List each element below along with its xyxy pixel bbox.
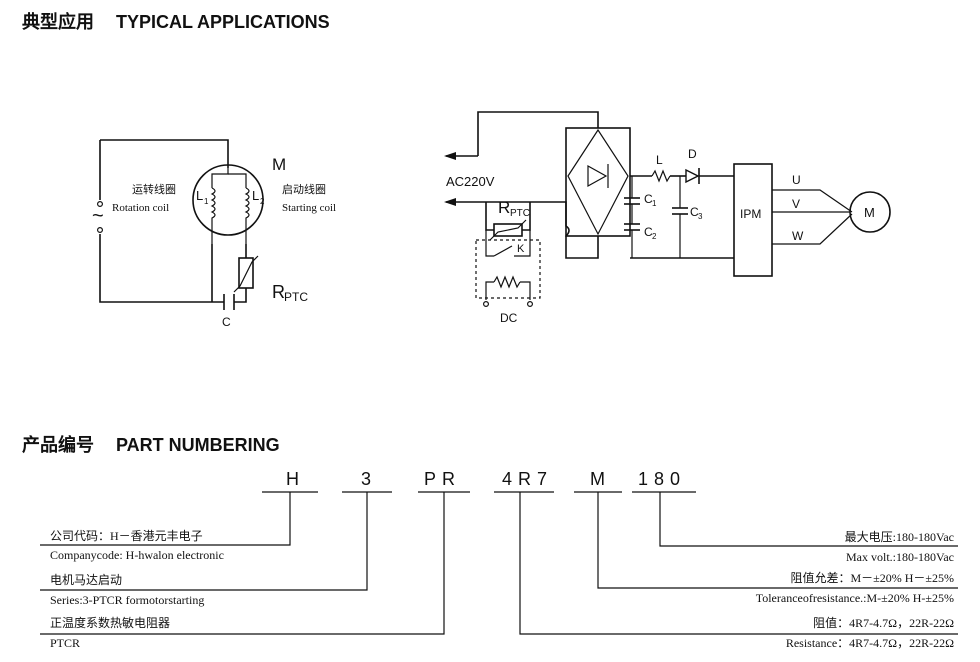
wire-ptc-to-cap (234, 288, 247, 303)
dc-wire-right (520, 281, 531, 300)
phase-u-wire (772, 189, 853, 213)
rptc-label: R (272, 282, 285, 302)
section-title-en-applications: TYPICAL APPLICATIONS (116, 12, 330, 32)
coil-l1-subscript: 1 (204, 197, 209, 206)
coil-l2-icon (244, 187, 250, 244)
tolerance-cn: 阻值允差：M－±20% H－±25% (790, 570, 954, 585)
ac-arrow-top-icon (444, 152, 456, 160)
c2-label: C (644, 225, 653, 239)
dc-wire-left (485, 281, 494, 300)
wire-ptc-left (485, 202, 494, 231)
segment-code-m: M (590, 469, 611, 489)
tolerance-en: Toleranceofresistance.:M-±20% H-±25% (756, 591, 954, 605)
coil-l1-lead (211, 168, 229, 188)
coil-l2-label: L (252, 188, 259, 203)
ac-terminal-top (96, 201, 103, 208)
leader-pr (40, 492, 445, 635)
section-title-cn-numbering: 产品编号 (22, 434, 94, 455)
rotation-coil-label-en: Rotation coil (112, 202, 169, 214)
ac-input-label: AC220V (446, 174, 495, 189)
ptcr-cn: 正温度系数热敏电阻器 (50, 615, 170, 630)
phase-v-label: V (792, 197, 800, 211)
ptc-slash (233, 255, 259, 293)
section-title-en-numbering: PART NUMBERING (116, 435, 280, 455)
inverter-drive-circuit: AC220V R PTC K DC L D (444, 111, 891, 325)
max-volt-en: Max volt.:180-180Vac (846, 550, 954, 564)
series-cn: 电机马达启动 (50, 573, 122, 587)
phase-w-wire (772, 213, 853, 245)
company-code-cn: 公司代码：H－香港元丰电子 (50, 529, 203, 543)
ipm-label: IPM (740, 207, 761, 221)
diode-icon (685, 168, 700, 184)
drive-rptc-subscript: PTC (510, 208, 530, 219)
c1-label: C (644, 192, 653, 206)
rptc-subscript: PTC (284, 290, 308, 304)
motor-start-circuit: ~ M L 1 L 2 运转线圈 Rotation coil 启动线圈 Star… (92, 139, 336, 329)
starting-coil-label-en: Starting coil (282, 202, 336, 214)
motor-circle (192, 164, 264, 236)
relay-wire-left (485, 230, 494, 257)
section-title-cn-applications: 典型应用 (22, 11, 94, 32)
c3-subscript: 3 (698, 212, 703, 221)
resistance-en: Resistance：4R7-4.7Ω，22R-22Ω (786, 636, 954, 650)
segment-code-180: 180 (638, 469, 686, 489)
part-number-breakdown: H 3 PR 4R7 M 180 公司代码：H－香港元丰电子 Companyco… (40, 469, 958, 650)
wire-left-lower (99, 234, 224, 303)
c2-subscript: 2 (652, 232, 657, 241)
dc-terminal-left (483, 301, 490, 308)
drive-rptc-label: R (498, 198, 510, 217)
rectifier-box (565, 127, 631, 237)
starting-coil-label-cn: 启动线圈 (282, 182, 326, 196)
relay-wire-right (514, 230, 531, 257)
drive-ptc-icon (493, 223, 523, 237)
segment-code-4r7: 4R7 (502, 469, 553, 489)
max-volt-cn: 最大电压:180-180Vac (845, 530, 954, 544)
series-en: Series:3-PTCR formotorstarting (50, 593, 204, 607)
diode-label: D (688, 147, 697, 161)
wire-ac-top (477, 111, 599, 156)
leader-h (40, 492, 291, 546)
resistance-cn: 阻值：4R7-4.7Ω，22R-22Ω (813, 615, 954, 630)
dc-label: DC (500, 311, 518, 325)
relay-switch-icon (493, 245, 513, 257)
wire-top (100, 139, 229, 168)
dc-coil-icon (493, 275, 521, 289)
inductor-icon (651, 169, 671, 183)
c1-subscript: 1 (652, 199, 657, 208)
drive-ptc-slash (489, 219, 527, 241)
ipm-box (733, 163, 773, 277)
coil-l1-label: L (196, 188, 203, 203)
segment-code-pr: PR (424, 469, 461, 489)
dc-terminal-right (526, 301, 533, 308)
rectifier-diode-icon (587, 164, 608, 188)
company-code-en: Companycode: H-hwalon electronic (50, 548, 224, 562)
drive-motor-circle (849, 191, 891, 233)
leader-3 (40, 492, 368, 591)
ac-source-icon: ~ (92, 205, 104, 227)
leader-180 (659, 492, 958, 547)
relay-label: K (517, 243, 525, 255)
ac-arrow-bottom-icon (444, 198, 456, 206)
inductor-label: L (656, 153, 663, 167)
segment-code-3: 3 (361, 469, 377, 489)
drive-motor-label: M (864, 205, 875, 220)
rectifier-diamond (567, 128, 629, 236)
leader-4r7 (519, 492, 958, 635)
motor-label: M (272, 155, 286, 174)
relay-enclosure (475, 239, 541, 299)
ac-terminal-bottom (96, 227, 103, 234)
ptcr-en: PTCR (50, 636, 80, 650)
c3-label: C (690, 205, 699, 219)
phase-w-label: W (792, 229, 804, 243)
phase-u-label: U (792, 173, 801, 187)
segment-code-h: H (286, 469, 305, 489)
coil-l1-icon (210, 187, 216, 244)
coil-l2-lead (228, 173, 247, 188)
capacitor-label: C (222, 315, 231, 329)
leader-m (597, 492, 958, 589)
rotation-coil-label-cn: 运转线圈 (132, 182, 176, 196)
coil-l2-subscript: 2 (260, 197, 265, 206)
